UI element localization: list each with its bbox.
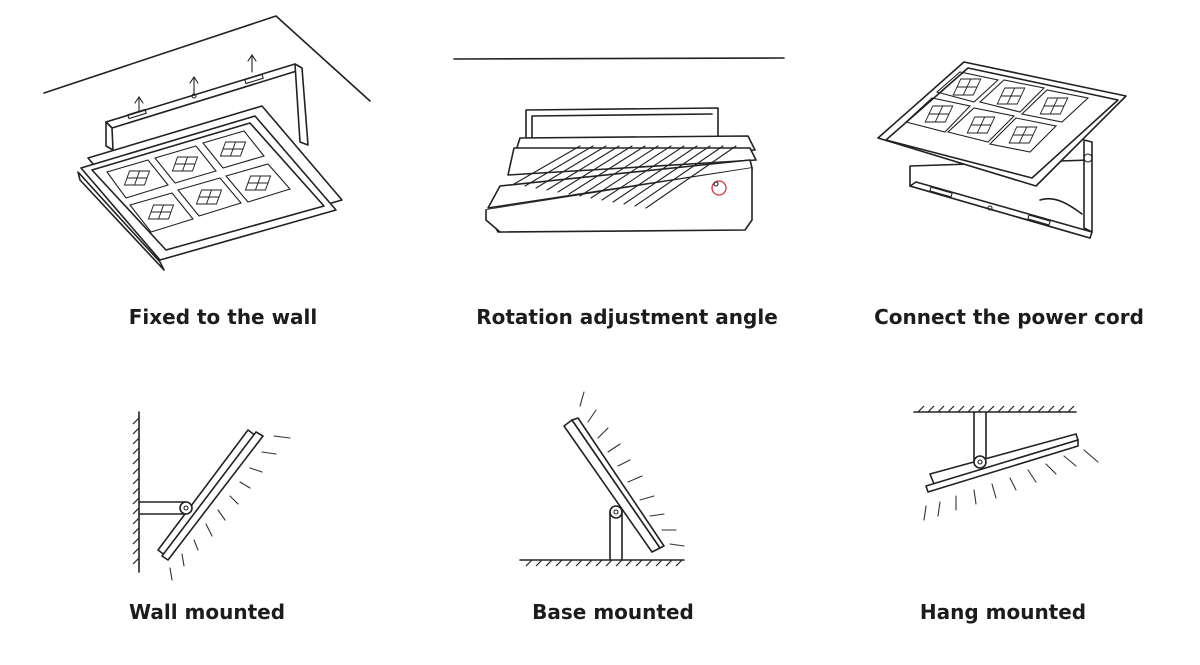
light-rays: [923, 449, 1099, 521]
caption-wall-mounted: Wall mounted: [128, 600, 286, 624]
mounting-bracket: [105, 63, 309, 151]
caption-fixed-to-wall: Fixed to the wall: [128, 305, 318, 329]
base-mounted-illustration: [519, 391, 685, 567]
floor-surface: [519, 559, 685, 567]
pivot-joint: [609, 505, 623, 519]
caption-power-cord: Connect the power cord: [874, 305, 1144, 329]
rotation-highlight: [711, 180, 727, 196]
mounting-bracket: [909, 139, 1093, 239]
light-rays: [579, 391, 685, 547]
floodlight-body: [925, 433, 1079, 493]
mounting-arm: [609, 511, 623, 561]
ceiling-line: [43, 15, 371, 102]
floodlight-body: [485, 135, 757, 233]
pivot-joint: [179, 501, 193, 515]
ceiling-line: [453, 57, 785, 60]
caption-hang-mounted: Hang mounted: [919, 600, 1087, 624]
pivot-joint: [973, 455, 987, 469]
fixed-to-wall-illustration: [43, 15, 371, 271]
caption-rotation-angle: Rotation adjustment angle: [476, 305, 778, 329]
light-rays: [169, 435, 291, 581]
arrow-up-icon: [134, 54, 257, 117]
power-cord-illustration: [877, 61, 1127, 239]
floodlight-body: [157, 429, 264, 561]
wall-surface: [132, 411, 140, 573]
floodlight-body: [563, 417, 665, 553]
power-cord: [1039, 197, 1083, 215]
floodlight-body: [877, 61, 1127, 187]
ceiling-surface: [913, 405, 1077, 413]
hang-mounted-illustration: [913, 405, 1099, 521]
mounting-arm: [138, 501, 187, 515]
wall-mounted-illustration: [132, 411, 291, 581]
mounting-arm: [973, 411, 987, 463]
caption-base-mounted: Base mounted: [532, 600, 694, 624]
floodlight-body: [77, 105, 343, 271]
rotation-angle-illustration: [453, 57, 785, 233]
